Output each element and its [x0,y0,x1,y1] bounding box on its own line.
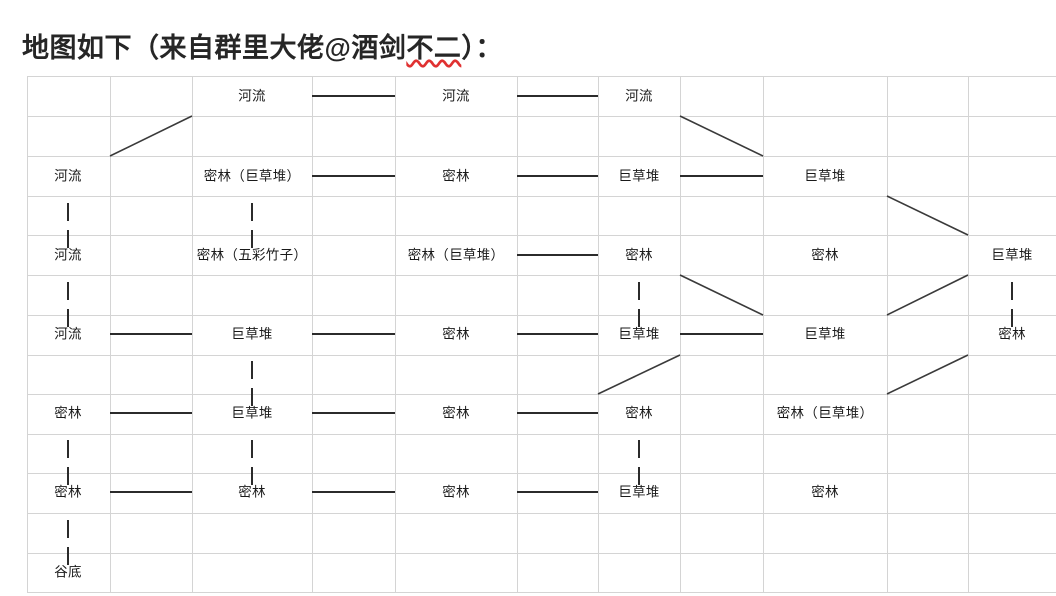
map-node-label: 巨草堆 [618,484,660,500]
grid-row-line-3 [27,196,1056,197]
map-node-label: 密林（五彩竹子） [196,247,308,263]
map-node-label: 密林 [442,405,470,421]
map-connector-vertical [638,467,640,485]
grid-row-line-1 [27,116,1056,117]
map-connector-vertical [251,467,253,485]
map-connector-vertical [67,282,69,300]
map-node-label: 密林 [442,484,470,500]
map-connector-horizontal [517,412,598,414]
map-connector-horizontal [517,491,598,493]
map-connector-horizontal [312,175,395,177]
map-connector-vertical [67,467,69,485]
grid-row-line-9 [27,434,1056,435]
map-node-label: 河流 [238,88,266,104]
map-node-label: 密林 [625,405,653,421]
grid-column-line-0 [27,76,28,592]
map-connector-vertical [67,440,69,458]
map-node-label: 河流 [442,88,470,104]
grid-column-line-9 [887,76,888,592]
map-connector-vertical [251,440,253,458]
map-node-label: 密林 [442,168,470,184]
grid-row-line-10 [27,473,1056,474]
map-connector-vertical [67,309,69,327]
map-connector-horizontal [312,491,395,493]
grid-row-line-13 [27,592,1056,593]
page-title-misspelled-word: 不二 [406,33,462,64]
grid-row-line-8 [27,394,1056,395]
map-node-label: 密林 [811,247,839,263]
map-connector-horizontal [517,254,598,256]
map-connector-horizontal [680,175,763,177]
map-connector-vertical [1011,309,1013,327]
map-connector-vertical [251,361,253,379]
map-connector-vertical [251,203,253,221]
map-node-label: 密林 [54,405,82,421]
map-connector-horizontal [110,491,192,493]
grid-row-line-5 [27,275,1056,276]
grid-row-line-7 [27,355,1056,356]
map-connector-horizontal [110,333,192,335]
map-connector-vertical [67,230,69,248]
map-node-label: 密林 [811,484,839,500]
map-connector-vertical [67,520,69,538]
map-connector-vertical [251,230,253,248]
grid-row-line-11 [27,513,1056,514]
grid-column-line-4 [395,76,396,592]
map-node-label: 巨草堆 [804,168,846,184]
grid-row-line-0 [27,76,1056,77]
map-node-label: 密林（巨草堆） [776,405,874,421]
page-title-prefix: 地图如下（来自群里大佬@酒剑 [22,33,407,64]
map-node-label: 密林（巨草堆） [203,168,301,184]
map-connector-horizontal [517,175,598,177]
map-connector-horizontal [517,95,598,97]
map-node-label: 巨草堆 [231,326,273,342]
map-node-label: 巨草堆 [618,326,660,342]
grid-column-line-8 [763,76,764,592]
map-connector-vertical [638,309,640,327]
map-connector-vertical [1011,282,1013,300]
map-node-label: 河流 [54,326,82,342]
map-node-label: 密林 [442,326,470,342]
map-node-label: 密林 [998,326,1026,342]
map-node-label: 密林 [625,247,653,263]
map-connector-horizontal [680,333,763,335]
map-connector-vertical [251,388,253,406]
map-connector-horizontal [110,412,192,414]
map-node-label: 河流 [625,88,653,104]
map-connector-vertical [638,282,640,300]
grid-column-line-2 [192,76,193,592]
map-connector-horizontal [517,333,598,335]
grid-column-line-10 [968,76,969,592]
map-node-label: 巨草堆 [804,326,846,342]
map-connector-vertical [67,547,69,565]
map-node-label: 巨草堆 [991,247,1033,263]
map-connector-horizontal [312,95,395,97]
map-node-label: 河流 [54,168,82,184]
map-node-label: 密林（巨草堆） [407,247,505,263]
map-node-label: 巨草堆 [618,168,660,184]
grid-column-line-6 [598,76,599,592]
grid-row-line-2 [27,156,1056,157]
map-node-label: 河流 [54,247,82,263]
grid-row-line-4 [27,235,1056,236]
map-node-label: 巨草堆 [231,405,273,421]
map-node-label: 密林 [54,484,82,500]
grid-row-line-6 [27,315,1056,316]
map-node-label: 密林 [238,484,266,500]
map-connector-vertical [638,440,640,458]
map-node-label: 谷底 [54,564,82,580]
map-connector-horizontal [312,333,395,335]
page-title-suffix: ）： [461,33,503,64]
page-title: 地图如下（来自群里大佬@酒剑不二）： [22,26,503,65]
grid-row-line-12 [27,553,1056,554]
map-connector-vertical [67,203,69,221]
map-connector-horizontal [312,412,395,414]
